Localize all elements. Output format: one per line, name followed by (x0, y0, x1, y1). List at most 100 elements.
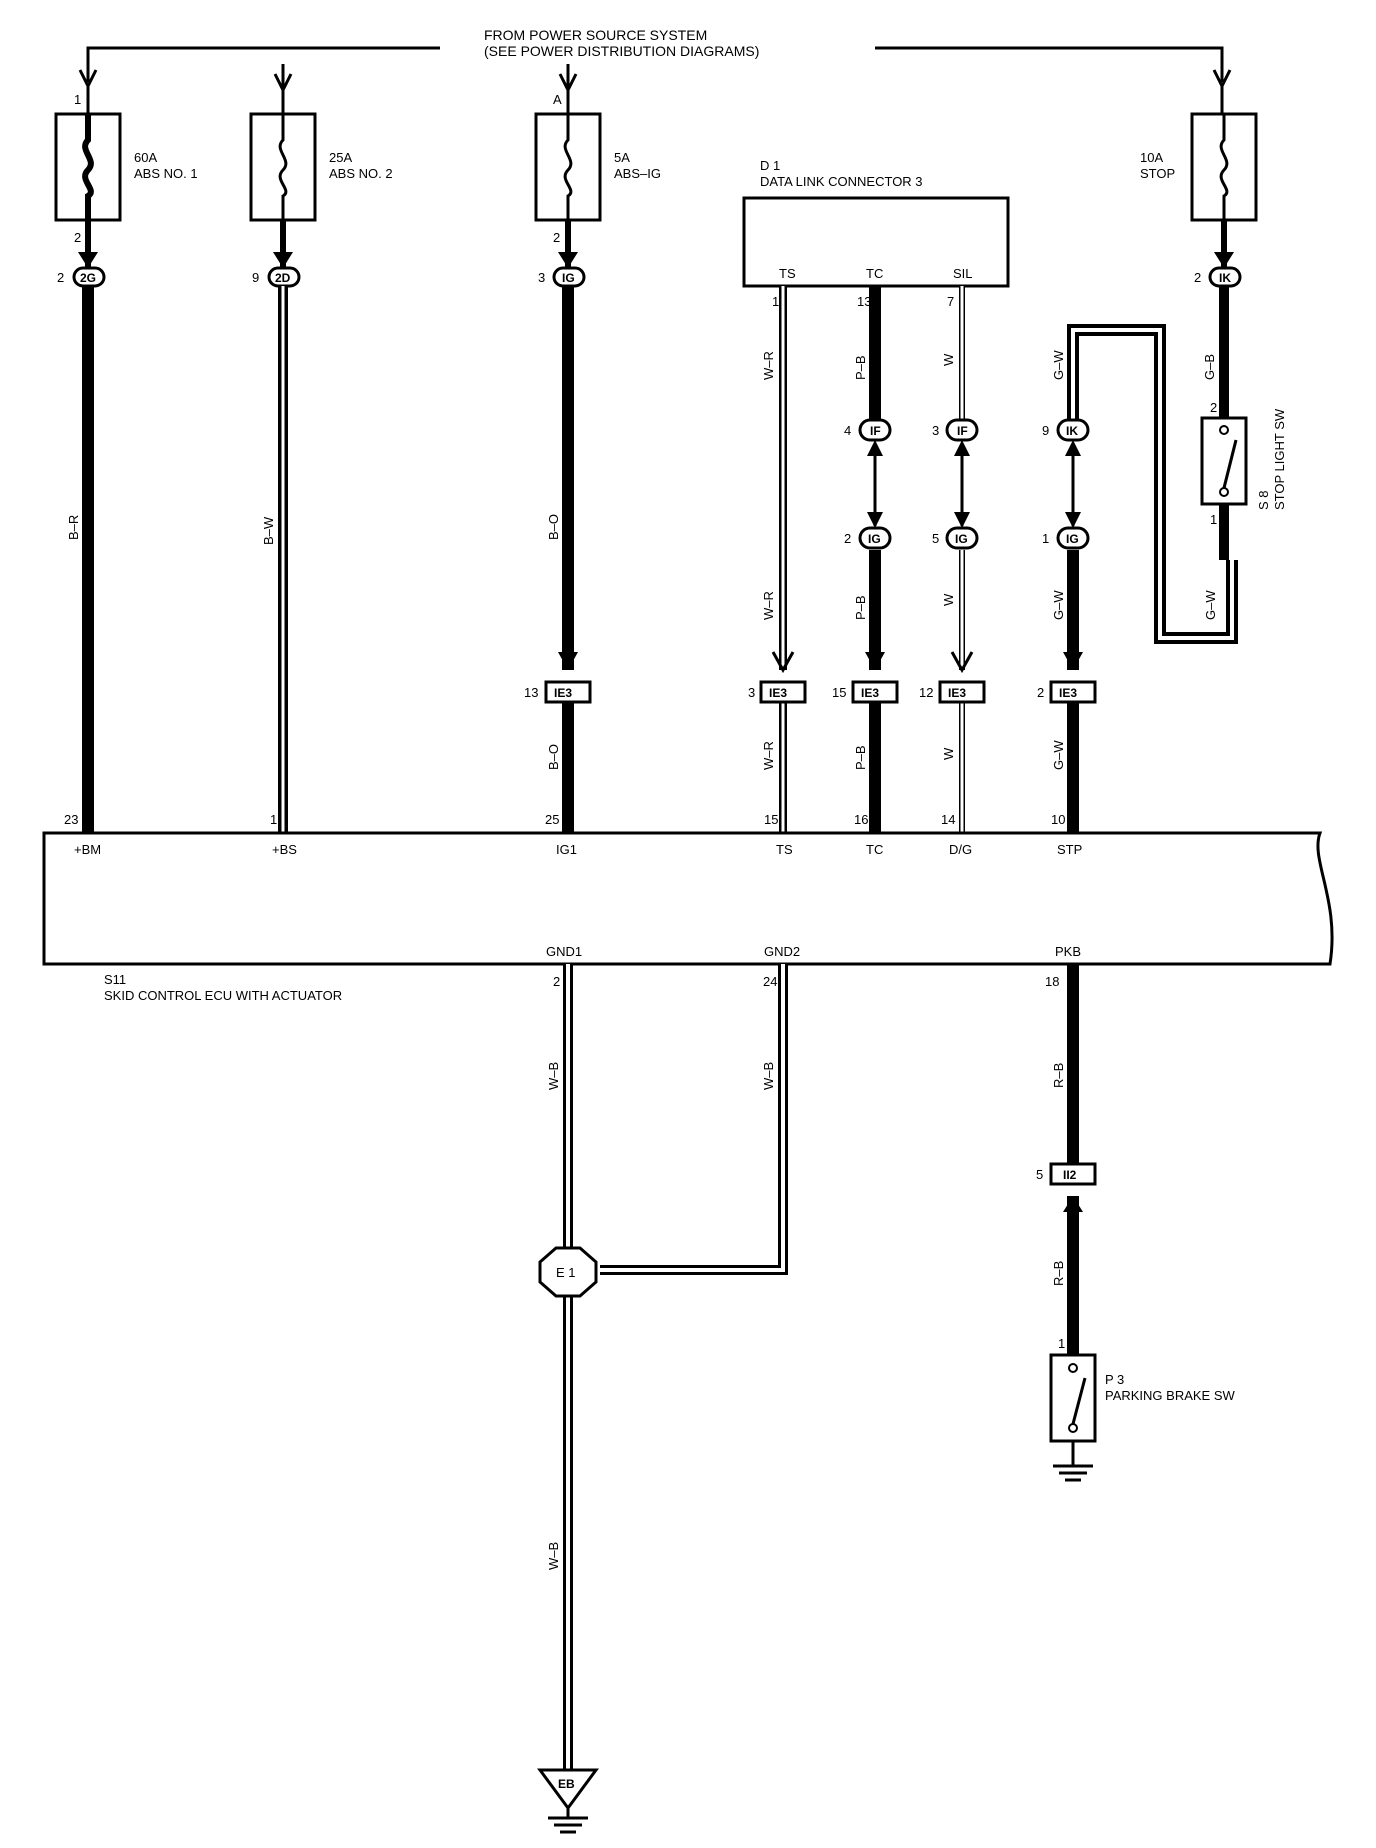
svg-text:4: 4 (844, 423, 851, 438)
svg-text:R–B: R–B (1051, 1261, 1066, 1286)
header-line1: FROM POWER SOURCE SYSTEM (484, 27, 707, 43)
svg-text:TC: TC (866, 266, 883, 281)
svg-text:W: W (941, 353, 956, 366)
svg-text:IE3: IE3 (861, 686, 879, 700)
ecu-id: S11 (104, 972, 126, 987)
svg-text:EB: EB (558, 1777, 575, 1791)
svg-text:3: 3 (748, 685, 755, 700)
connector-II2: II2 5 (1036, 1162, 1097, 1186)
fuse-abs1-name: ABS NO. 1 (134, 166, 198, 181)
svg-text:24: 24 (763, 974, 777, 989)
svg-text:TS: TS (779, 266, 796, 281)
svg-text:23: 23 (64, 812, 78, 827)
svg-text:3: 3 (538, 270, 545, 285)
svg-text:IE3: IE3 (1059, 686, 1077, 700)
connector-IE3-2: IE3 2 (1037, 680, 1097, 704)
connector-IG-3: IG 3 (538, 266, 586, 288)
fuse-absig-in-pin: A (553, 92, 562, 107)
wire-ts: W–R W–R W–R (761, 286, 795, 833)
connector-IK-9: IK 9 (1042, 418, 1090, 442)
svg-text:1: 1 (1058, 1336, 1065, 1351)
fuse-abs1: 1 2 60A ABS NO. 1 (54, 92, 198, 245)
connector-IG-5: IG 5 (932, 526, 979, 550)
svg-text:IE3: IE3 (769, 686, 787, 700)
svg-text:+BM: +BM (74, 842, 101, 857)
stop-light-switch: G–B 2 1 S 8 STOP LIGHT SW (1200, 286, 1287, 560)
svg-text:13: 13 (524, 685, 538, 700)
svg-text:IG: IG (562, 271, 575, 285)
svg-text:5: 5 (1036, 1167, 1043, 1182)
svg-text:IF: IF (870, 424, 881, 438)
svg-text:W: W (941, 593, 956, 606)
connector-IE3-15: IE3 15 (832, 680, 899, 704)
data-link-connector: D 1 DATA LINK CONNECTOR 3 TS TC SIL 12 1… (742, 158, 1010, 309)
svg-text:5: 5 (932, 531, 939, 546)
svg-text:D/G: D/G (949, 842, 972, 857)
fuse-absig: A 2 5A ABS–IG (534, 92, 661, 245)
wire-dg: W W W (941, 286, 974, 833)
svg-text:1: 1 (270, 812, 277, 827)
svg-text:9: 9 (252, 270, 259, 285)
fuse-absig-rating: 5A (614, 150, 630, 165)
svg-text:2: 2 (553, 974, 560, 989)
dlc-name: DATA LINK CONNECTOR 3 (760, 174, 923, 189)
svg-text:G–W: G–W (1051, 350, 1066, 380)
wire-gnd2: W–B (600, 964, 788, 1275)
ground-junction-e1: E 1 (538, 1246, 598, 1298)
svg-text:2G: 2G (80, 271, 96, 285)
svg-text:2D: 2D (275, 271, 291, 285)
fuse-abs2-rating: 25A (329, 150, 352, 165)
svg-text:GND2: GND2 (764, 944, 800, 959)
svg-text:IF: IF (957, 424, 968, 438)
svg-text:IK: IK (1219, 271, 1231, 285)
connector-IF-4: IF 4 (844, 418, 892, 442)
svg-text:W–R: W–R (761, 351, 776, 380)
wire-ig: B–O B–O (546, 286, 578, 833)
svg-text:18: 18 (1045, 974, 1059, 989)
svg-text:10: 10 (1051, 812, 1065, 827)
svg-text:II2: II2 (1063, 1168, 1077, 1182)
parking-brake-switch: 1 P 3 PARKING BRAKE SW (1049, 1336, 1236, 1482)
wire-gnd1: W–B W–B (546, 964, 573, 1770)
svg-text:PARKING BRAKE SW: PARKING BRAKE SW (1105, 1388, 1236, 1403)
svg-text:W–B: W–B (546, 1542, 561, 1570)
dlc-id: D 1 (760, 158, 780, 173)
svg-text:W–B: W–B (761, 1062, 776, 1090)
svg-text:G–W: G–W (1203, 590, 1218, 620)
fuse-stop: 10A STOP (1140, 112, 1258, 222)
svg-text:1: 1 (1042, 531, 1049, 546)
svg-text:SIL: SIL (953, 266, 973, 281)
svg-text:B–W: B–W (261, 516, 276, 545)
svg-text:3: 3 (932, 423, 939, 438)
svg-text:2: 2 (1194, 270, 1201, 285)
svg-text:IG: IG (868, 532, 881, 546)
connector-IG-2: IG 2 (844, 526, 892, 550)
fuse-abs2-name: ABS NO. 2 (329, 166, 393, 181)
svg-text:16: 16 (854, 812, 868, 827)
svg-text:2: 2 (1210, 400, 1217, 415)
svg-text:STOP LIGHT SW: STOP LIGHT SW (1272, 408, 1287, 510)
svg-text:G–B: G–B (1202, 354, 1217, 380)
fuse-abs1-out-pin: 2 (74, 230, 81, 245)
fuse-abs1-rating: 60A (134, 150, 157, 165)
svg-text:15: 15 (832, 685, 846, 700)
svg-text:E 1: E 1 (556, 1265, 576, 1280)
svg-text:TC: TC (866, 842, 883, 857)
connector-IF-3: IF 3 (932, 418, 979, 442)
fuse-stubs (78, 220, 1234, 270)
wire-stp: G–W G–W G–W G–W (1051, 324, 1238, 833)
svg-text:W–R: W–R (761, 741, 776, 770)
svg-text:+BS: +BS (272, 842, 297, 857)
svg-text:14: 14 (941, 812, 955, 827)
ecu-name: SKID CONTROL ECU WITH ACTUATOR (104, 988, 342, 1003)
svg-text:2: 2 (57, 270, 64, 285)
wire-bm: B–R (66, 286, 94, 833)
svg-text:IE3: IE3 (948, 686, 966, 700)
svg-text:P–B: P–B (853, 595, 868, 620)
svg-text:W–R: W–R (761, 591, 776, 620)
fuse-stop-rating: 10A (1140, 150, 1163, 165)
connector-IE3-12: IE3 12 (919, 680, 986, 704)
fuse-abs2: 25A ABS NO. 2 (249, 112, 393, 222)
svg-text:7: 7 (947, 294, 954, 309)
ground-point-eb: EB (537, 1768, 599, 1834)
